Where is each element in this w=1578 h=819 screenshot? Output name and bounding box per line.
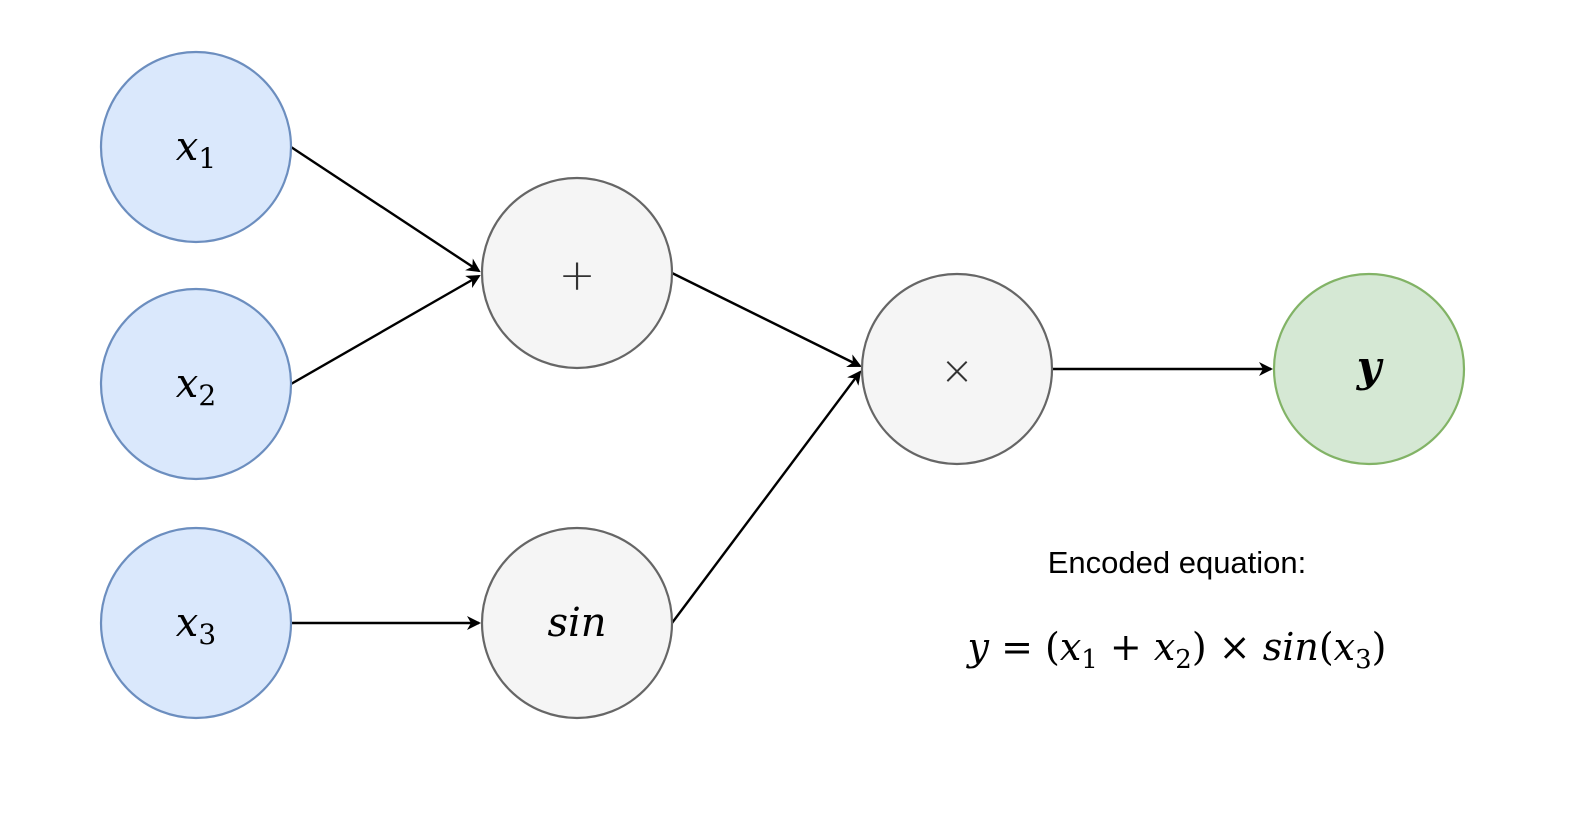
eq-times: ×	[1219, 625, 1251, 669]
y-label: y	[1356, 342, 1384, 391]
eq-arg-open: (	[1319, 625, 1334, 669]
eq-close-paren: )	[1192, 625, 1207, 669]
x3-var: x	[176, 600, 199, 646]
x1-var: x	[176, 124, 199, 170]
edge-sin-to-mul	[671, 370, 862, 624]
node-x2: x2	[99, 287, 293, 481]
node-sin: sin	[480, 526, 674, 720]
eq-open-paren: (	[1045, 625, 1060, 669]
eq-func: sin	[1263, 625, 1319, 669]
edge-x1-to-add	[290, 145, 481, 273]
svg-text:x1: x1	[176, 124, 216, 175]
eq-c-sub: 3	[1355, 645, 1372, 675]
svg-text:x3: x3	[176, 600, 216, 651]
eq-arg-close: )	[1372, 625, 1387, 669]
node-y: y	[1272, 272, 1466, 466]
node-mul: ×	[860, 272, 1054, 466]
x2-sub: 2	[198, 379, 216, 412]
eq-b-sub: 2	[1175, 645, 1192, 675]
eq-a-sub: 1	[1081, 645, 1098, 675]
eq-plus: +	[1110, 625, 1142, 669]
node-x1: x1	[99, 50, 293, 244]
caption-title: Encoded equation:	[1048, 545, 1307, 580]
sin-label: sin	[547, 600, 606, 646]
times-icon: ×	[940, 348, 974, 394]
x3-sub: 3	[198, 618, 216, 651]
eq-b-var: x	[1154, 625, 1175, 669]
edge-x2-to-add	[290, 274, 481, 386]
node-add: +	[480, 176, 674, 370]
svg-text:x2: x2	[176, 361, 216, 412]
x1-sub: 1	[198, 142, 216, 175]
edge-add-to-mul	[671, 271, 862, 368]
eq-a-var: x	[1060, 625, 1081, 669]
x2-var: x	[176, 361, 199, 407]
plus-icon: +	[559, 250, 596, 301]
eq-c-var: x	[1334, 625, 1355, 669]
eq-equals: =	[1001, 625, 1033, 669]
eq-lhs: y	[966, 625, 990, 669]
equation: y = (x1 + x2) × sin(x3)	[966, 625, 1387, 677]
node-x3: x3	[99, 526, 293, 720]
